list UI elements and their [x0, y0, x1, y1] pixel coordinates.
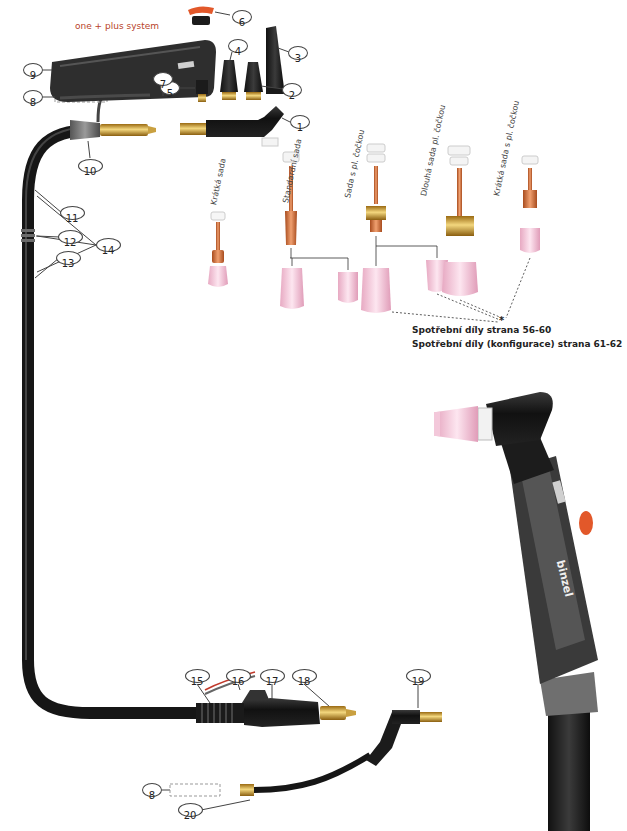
set-name: Dlouhá sada pl. čočkou	[420, 104, 447, 196]
callout-number: 17	[260, 669, 285, 683]
callout-text: 5	[167, 88, 173, 99]
callout-text: 3	[295, 53, 301, 64]
callout-number: 12	[58, 230, 83, 244]
callout-text: 13	[62, 258, 75, 269]
callout-text: 11	[66, 213, 79, 224]
callout-number: 10	[78, 159, 103, 173]
back-cap	[220, 60, 238, 92]
callout-text: 1	[297, 122, 303, 133]
callout-text: 9	[30, 70, 36, 81]
torch-body	[180, 123, 206, 135]
callout-text: 8	[30, 97, 36, 108]
callout-text: 18	[298, 676, 311, 687]
callout-text: 8	[149, 790, 155, 801]
page-reference: Spotřební díly strana 56-60	[412, 326, 551, 335]
back-cap	[244, 62, 263, 92]
callout-text: 14	[102, 245, 115, 256]
callout-text: 2	[289, 90, 295, 101]
callout-number: 8	[142, 783, 162, 797]
callout-number: 3	[288, 46, 308, 60]
callout-number: 6	[232, 10, 252, 24]
callout-text: 20	[184, 810, 197, 821]
callout-text: 15	[191, 676, 204, 687]
callout-number: 7	[153, 72, 173, 86]
hose	[28, 130, 200, 713]
brand-logo: binzel	[555, 559, 575, 598]
set-name: Standardní sada	[282, 138, 303, 204]
callout-number: 16	[226, 669, 251, 683]
callout-number: 1	[290, 115, 310, 129]
callout-number: 8	[23, 90, 43, 104]
button	[188, 6, 214, 15]
central-connector	[196, 672, 356, 727]
consumable-sets	[208, 144, 540, 313]
callout-number: 18	[292, 669, 317, 683]
system-name: one + plus system	[75, 22, 159, 31]
callout-number: 9	[23, 63, 43, 77]
brass-fitting	[100, 124, 148, 136]
callout-number: 11	[60, 206, 85, 220]
asterisk: *	[499, 316, 504, 326]
hose-sleeve	[70, 120, 100, 140]
callout-text: 19	[412, 676, 425, 687]
callout-text: 10	[84, 166, 97, 177]
assembled-torch	[434, 392, 598, 831]
handle	[50, 40, 216, 102]
callout-number: 19	[406, 669, 431, 683]
brackets	[290, 236, 437, 270]
callout-number: 2	[282, 83, 302, 97]
callout-text: 17	[266, 676, 279, 687]
page-reference: Spotřební díly (konfigurace) strana 61-6…	[412, 340, 622, 349]
hose-shine	[26, 127, 92, 660]
long-back-cap	[266, 26, 284, 90]
hose-rings	[21, 229, 35, 242]
leader-lines	[35, 12, 418, 810]
callout-number: 4	[228, 39, 248, 53]
callout-number: 20	[178, 803, 203, 817]
callout-number: 15	[185, 669, 210, 683]
callout-number: 14	[96, 238, 121, 252]
callout-text: 7	[160, 79, 166, 90]
callout-number: 13	[56, 251, 81, 265]
set-name: Krátká sada s pl. čočkou	[493, 100, 521, 197]
callout-text: 4	[235, 46, 241, 57]
callout-text: 12	[64, 237, 77, 248]
set-name: Sada s pl. čočkou	[344, 129, 366, 199]
gas-line	[170, 710, 442, 796]
collet-body	[196, 80, 208, 94]
callout-text: 6	[239, 17, 245, 28]
set-name: Krátká sada	[210, 158, 228, 206]
dotted-leaders	[392, 258, 530, 322]
callout-text: 16	[232, 676, 245, 687]
